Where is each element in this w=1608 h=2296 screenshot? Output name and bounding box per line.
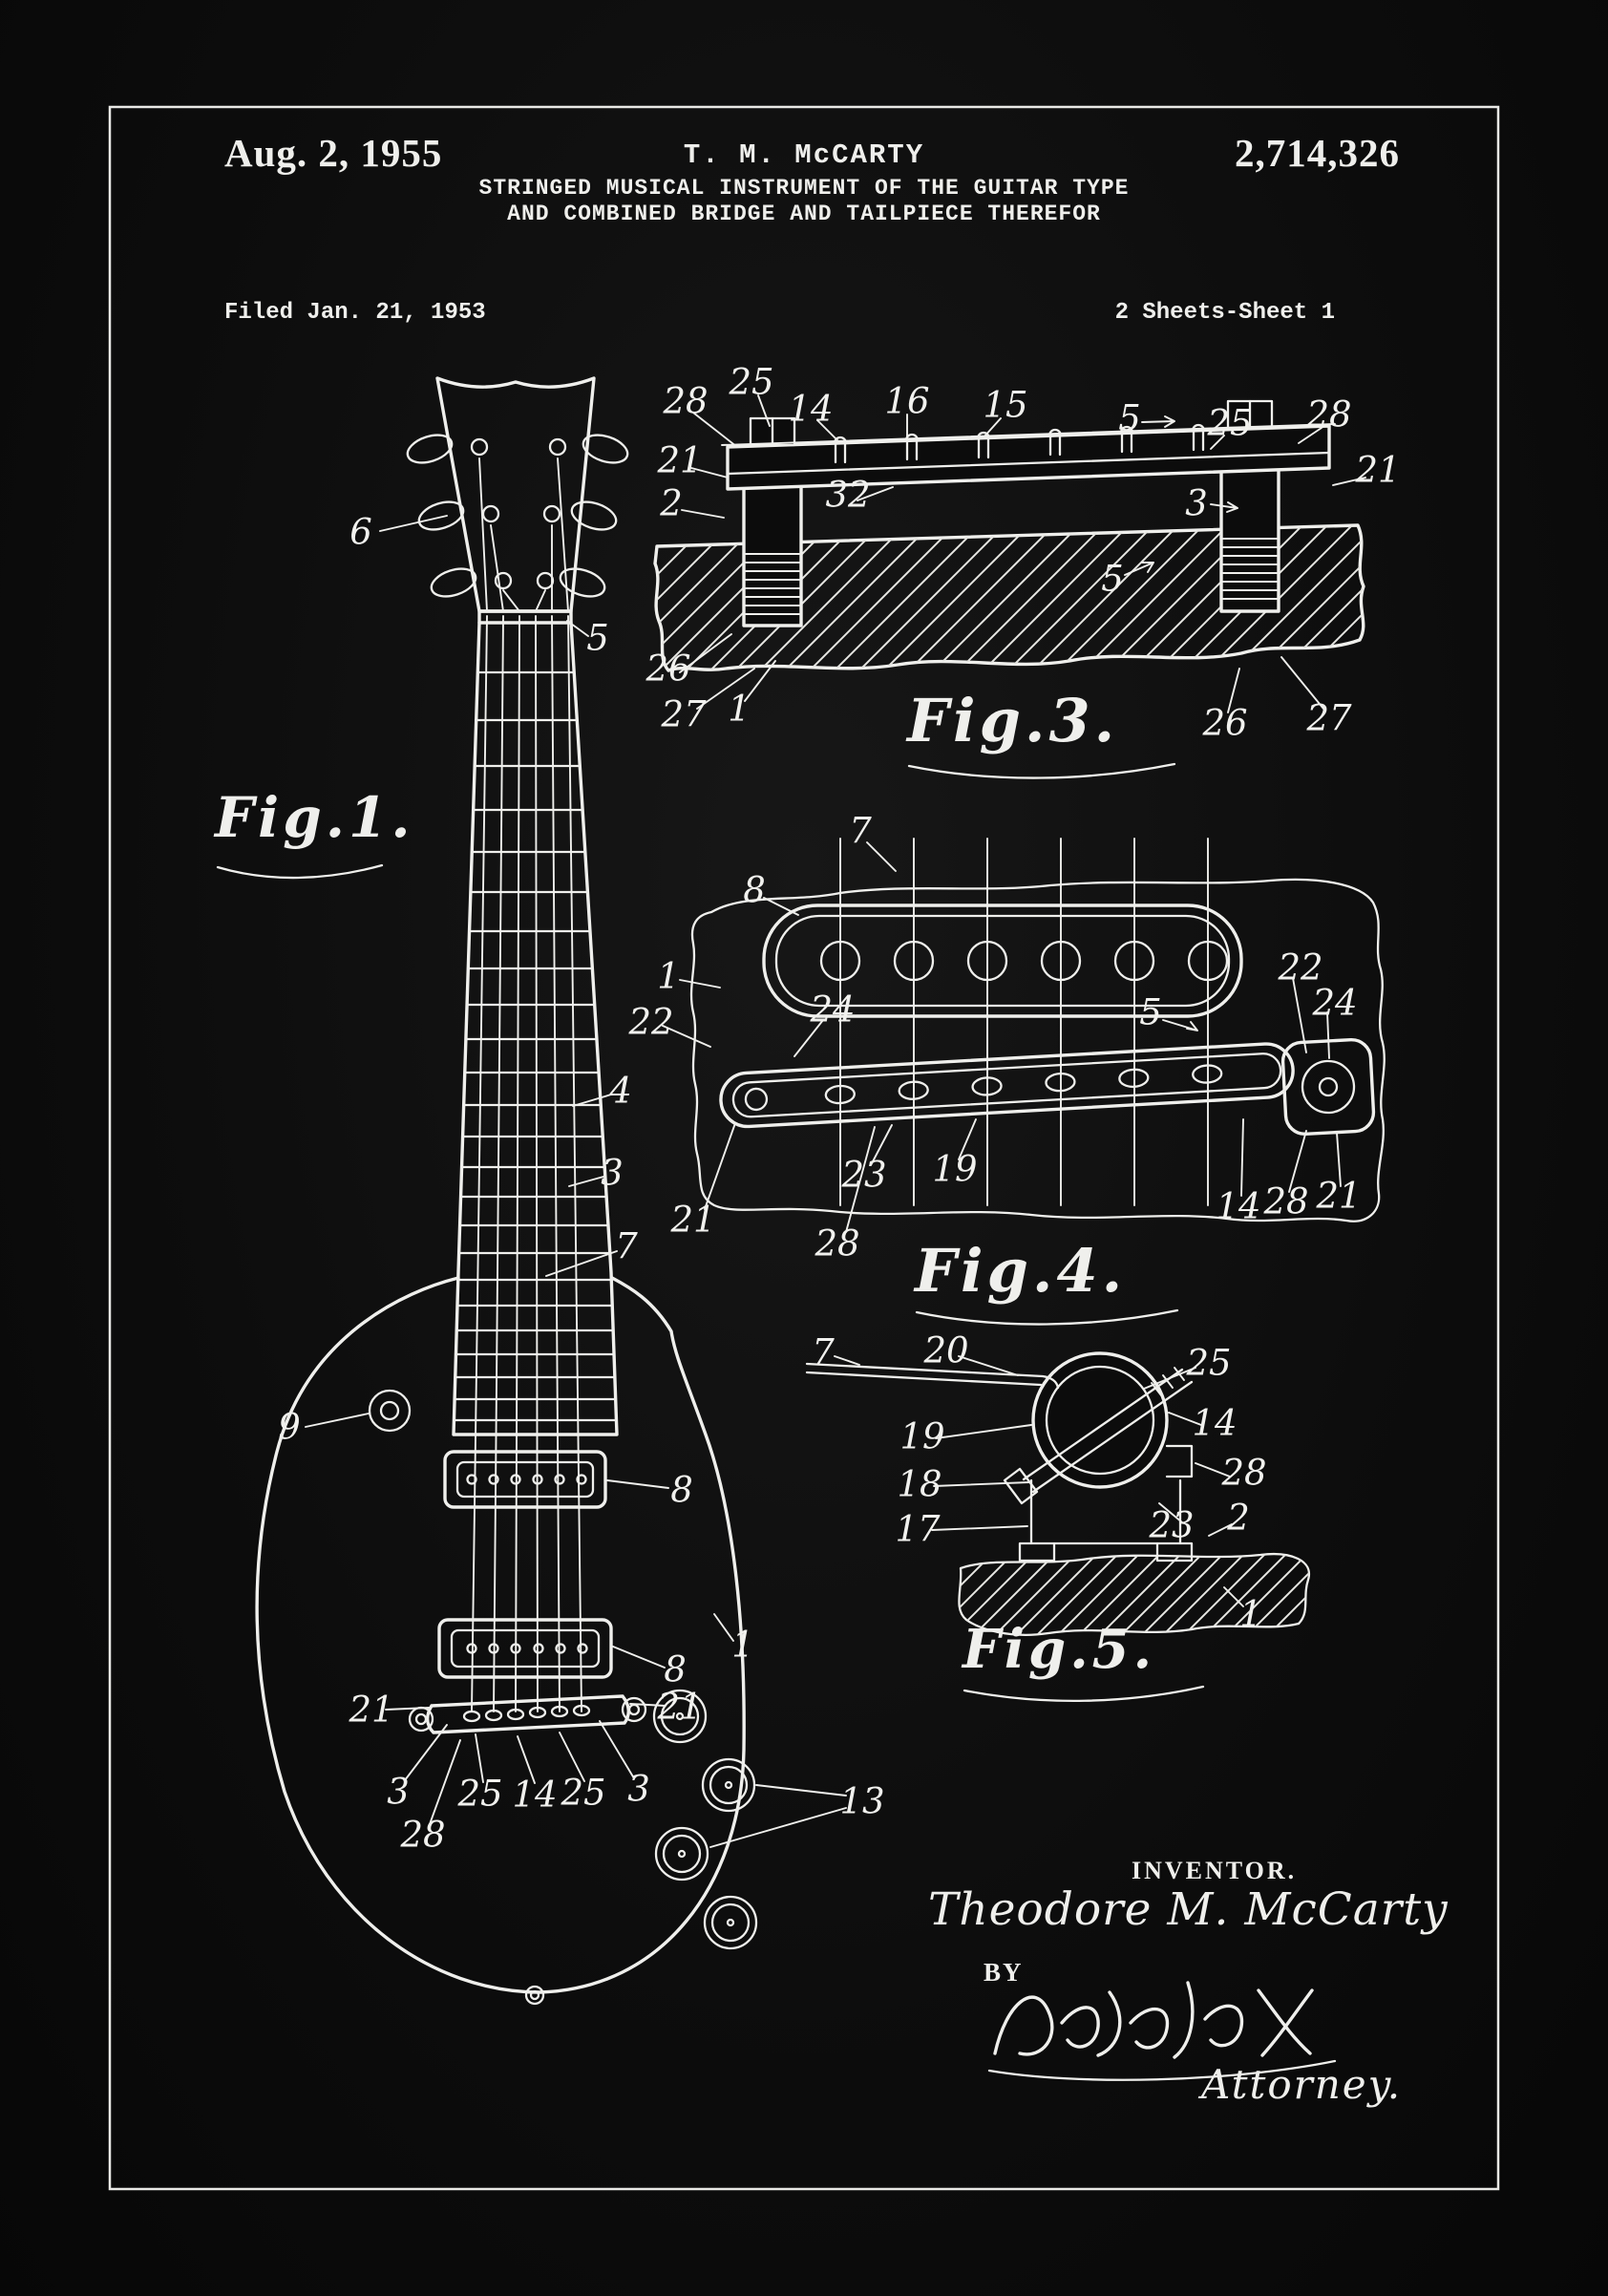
sheet-number: 2 Sheets-Sheet 1	[1114, 300, 1335, 326]
inventor-label: INVENTOR.	[1132, 1857, 1298, 1884]
neck-pickup	[443, 1450, 607, 1509]
fig5-saddle-cam	[1031, 1351, 1169, 1489]
poster-border-frame	[108, 105, 1500, 2191]
guitar-headstock	[435, 376, 596, 613]
fig3-adjustment-screws	[749, 399, 1274, 447]
toggle-switch	[368, 1389, 412, 1433]
guitar-tuners	[406, 434, 629, 598]
guitar-strings	[471, 615, 582, 1712]
bridge-pickup	[437, 1618, 613, 1679]
fig5-saddle-detail-drawing	[805, 1351, 1311, 1636]
inventor-signature-name: Theodore M. McCarty	[928, 1883, 1449, 1936]
fig1-leader-lines	[305, 515, 847, 1848]
fig3-string-line	[721, 423, 1336, 446]
fig4-strings	[839, 838, 1209, 1206]
inventor-heading: T. M. McCARTY	[683, 139, 925, 171]
patent-number: 2,714,326	[1235, 131, 1400, 175]
fig4-caption: Fig.4.	[915, 1236, 1127, 1306]
fig3-caption: Fig.3.	[907, 686, 1119, 755]
guitar-nut	[477, 609, 573, 625]
control-knobs	[652, 1689, 758, 1950]
fig3-arrows	[1124, 415, 1238, 576]
fig5-caption: Fig.5.	[963, 1618, 1156, 1681]
fig4-leader-lines	[662, 841, 1342, 1233]
caption-flourishes	[216, 762, 1205, 1702]
patent-title-line1: STRINGED MUSICAL INSTRUMENT OF THE GUITA…	[478, 176, 1130, 201]
strap-button	[524, 1985, 545, 2006]
signature-scribble	[987, 1981, 1337, 2081]
fig3-post-threads	[745, 538, 1278, 615]
fig4-top-view-drawing	[662, 838, 1386, 1233]
guitar-body	[255, 1276, 746, 1994]
fig4-torn-patch	[689, 878, 1386, 1222]
by-label: BY	[984, 1958, 1024, 1987]
fig1-caption: Fig.1.	[215, 785, 414, 850]
fig5-ground-patch	[958, 1553, 1311, 1636]
fig5-base-block	[1018, 1478, 1194, 1563]
fig5-side-tab	[1165, 1444, 1194, 1478]
fig1-guitar-drawing	[255, 376, 847, 2006]
fig4-pickup	[762, 904, 1243, 1018]
fig3-bridge-section-drawing	[653, 394, 1366, 713]
fig5-leader-lines	[834, 1355, 1244, 1607]
fig5-string	[805, 1362, 1060, 1390]
patent-title-line2: AND COMBINED BRIDGE AND TAILPIECE THEREF…	[507, 202, 1101, 226]
patent-date: Aug. 2, 1955	[224, 131, 443, 175]
guitar-frets	[453, 670, 618, 1422]
fig3-string-slots	[833, 423, 1206, 464]
fig5-adjusting-screw	[1003, 1367, 1194, 1505]
fig4-arrow	[1162, 1019, 1198, 1031]
filed-date: Filed Jan. 21, 1953	[224, 300, 486, 326]
headstock-strings	[478, 457, 569, 612]
attorney-label: Attorney.	[1201, 2061, 1403, 2108]
guitar-neck	[452, 621, 619, 1436]
fig4-end-bracket	[1280, 1037, 1376, 1137]
fig3-bridge-bar	[726, 424, 1331, 491]
fig3-leader-lines	[679, 394, 1366, 713]
